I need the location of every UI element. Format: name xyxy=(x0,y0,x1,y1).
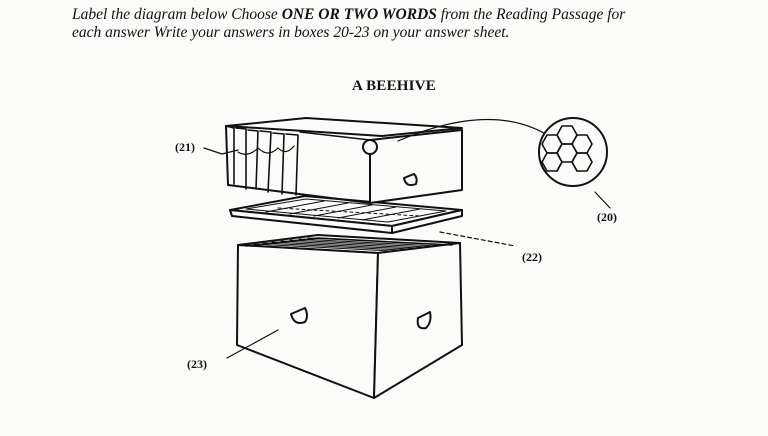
instruction-line-1: Label the diagram below Choose ONE OR TW… xyxy=(72,6,712,24)
brood-box xyxy=(236,234,463,399)
instruction-text: Label the diagram below Choose xyxy=(72,6,282,23)
super-frames xyxy=(225,125,299,196)
leader-lines xyxy=(203,118,611,359)
instructions: Label the diagram below Choose ONE OR TW… xyxy=(72,6,712,42)
instruction-text-end: from the Reading Passage for xyxy=(436,6,626,23)
handle xyxy=(403,173,418,187)
instruction-line-2: each answer Write your answers in boxes … xyxy=(72,24,510,41)
label-21: (21) xyxy=(175,140,195,154)
honeycomb-magnifier xyxy=(538,117,608,187)
label-20: (20) xyxy=(597,210,617,224)
label-23: (23) xyxy=(187,357,207,371)
diagram-title: A BEEHIVE xyxy=(352,78,436,94)
handle xyxy=(416,311,432,330)
label-22: (22) xyxy=(522,250,542,264)
leader-to-comb xyxy=(397,118,556,142)
entrance-hole xyxy=(362,139,378,155)
excluder-grid xyxy=(245,198,447,223)
brood-box-frames xyxy=(253,237,447,252)
honey-super xyxy=(225,117,463,204)
queen-excluder xyxy=(229,195,463,234)
honeycomb-cells xyxy=(541,125,593,172)
handle xyxy=(290,307,308,324)
instruction-emphasis: ONE OR TWO WORDS xyxy=(281,6,437,23)
